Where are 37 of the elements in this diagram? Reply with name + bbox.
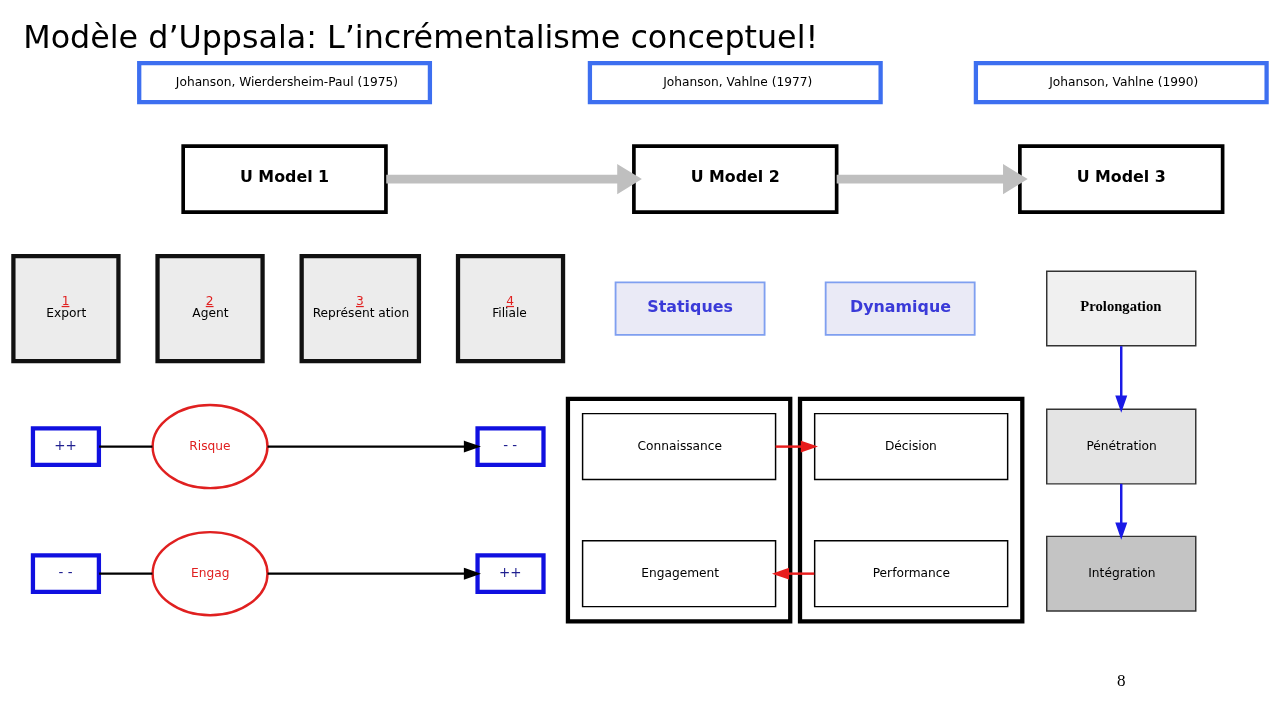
label: 8: [1116, 670, 1126, 690]
node-box: Johanson, Vahlne (1977): [587, 60, 883, 104]
node-box: U Model 2: [632, 143, 839, 214]
arrow: [775, 440, 818, 453]
node-box: 2 Agent: [155, 253, 265, 363]
node-box: ++: [475, 552, 546, 594]
node-box: ++: [30, 425, 102, 467]
arrow: [836, 163, 1028, 194]
node-box: Johanson, Wierdersheim-Paul (1975): [137, 60, 433, 104]
node-box: Décision: [813, 412, 1009, 480]
node-box: Connaissance: [581, 412, 777, 480]
node-box: Prolongation: [1046, 270, 1197, 347]
connector: [99, 571, 153, 575]
arrow: [771, 567, 815, 580]
arrow: [267, 440, 481, 453]
node-box: 3 Représent ation: [299, 253, 422, 363]
node-box: 4 Filiale: [455, 253, 566, 363]
node-ellipse: Risque: [151, 403, 269, 489]
node-box: U Model 1: [181, 143, 388, 214]
diagram-title: Modèle d’Uppsala: L’incrémentalisme conceptuel!: [23, 18, 819, 55]
node-ellipse: Engag: [151, 530, 269, 616]
node-box: Intégration: [1046, 535, 1197, 612]
node-box: U Model 3: [1018, 143, 1225, 214]
node-box: Engagement: [581, 539, 777, 607]
node-box: Pénétration: [1046, 408, 1197, 485]
arrow: [1115, 483, 1128, 540]
arrow: [386, 163, 642, 194]
node-box: Statiques: [614, 280, 766, 336]
arrow: [1115, 345, 1128, 413]
node-box: Performance: [813, 539, 1009, 607]
node-box: 1 Export: [11, 253, 121, 363]
node-box: Dynamique: [824, 280, 976, 336]
node-box: - -: [30, 552, 102, 594]
node-box: - -: [475, 425, 546, 467]
node-box: Johanson, Vahlne (1990): [973, 60, 1269, 104]
connector: [99, 444, 153, 448]
arrow: [267, 567, 481, 580]
